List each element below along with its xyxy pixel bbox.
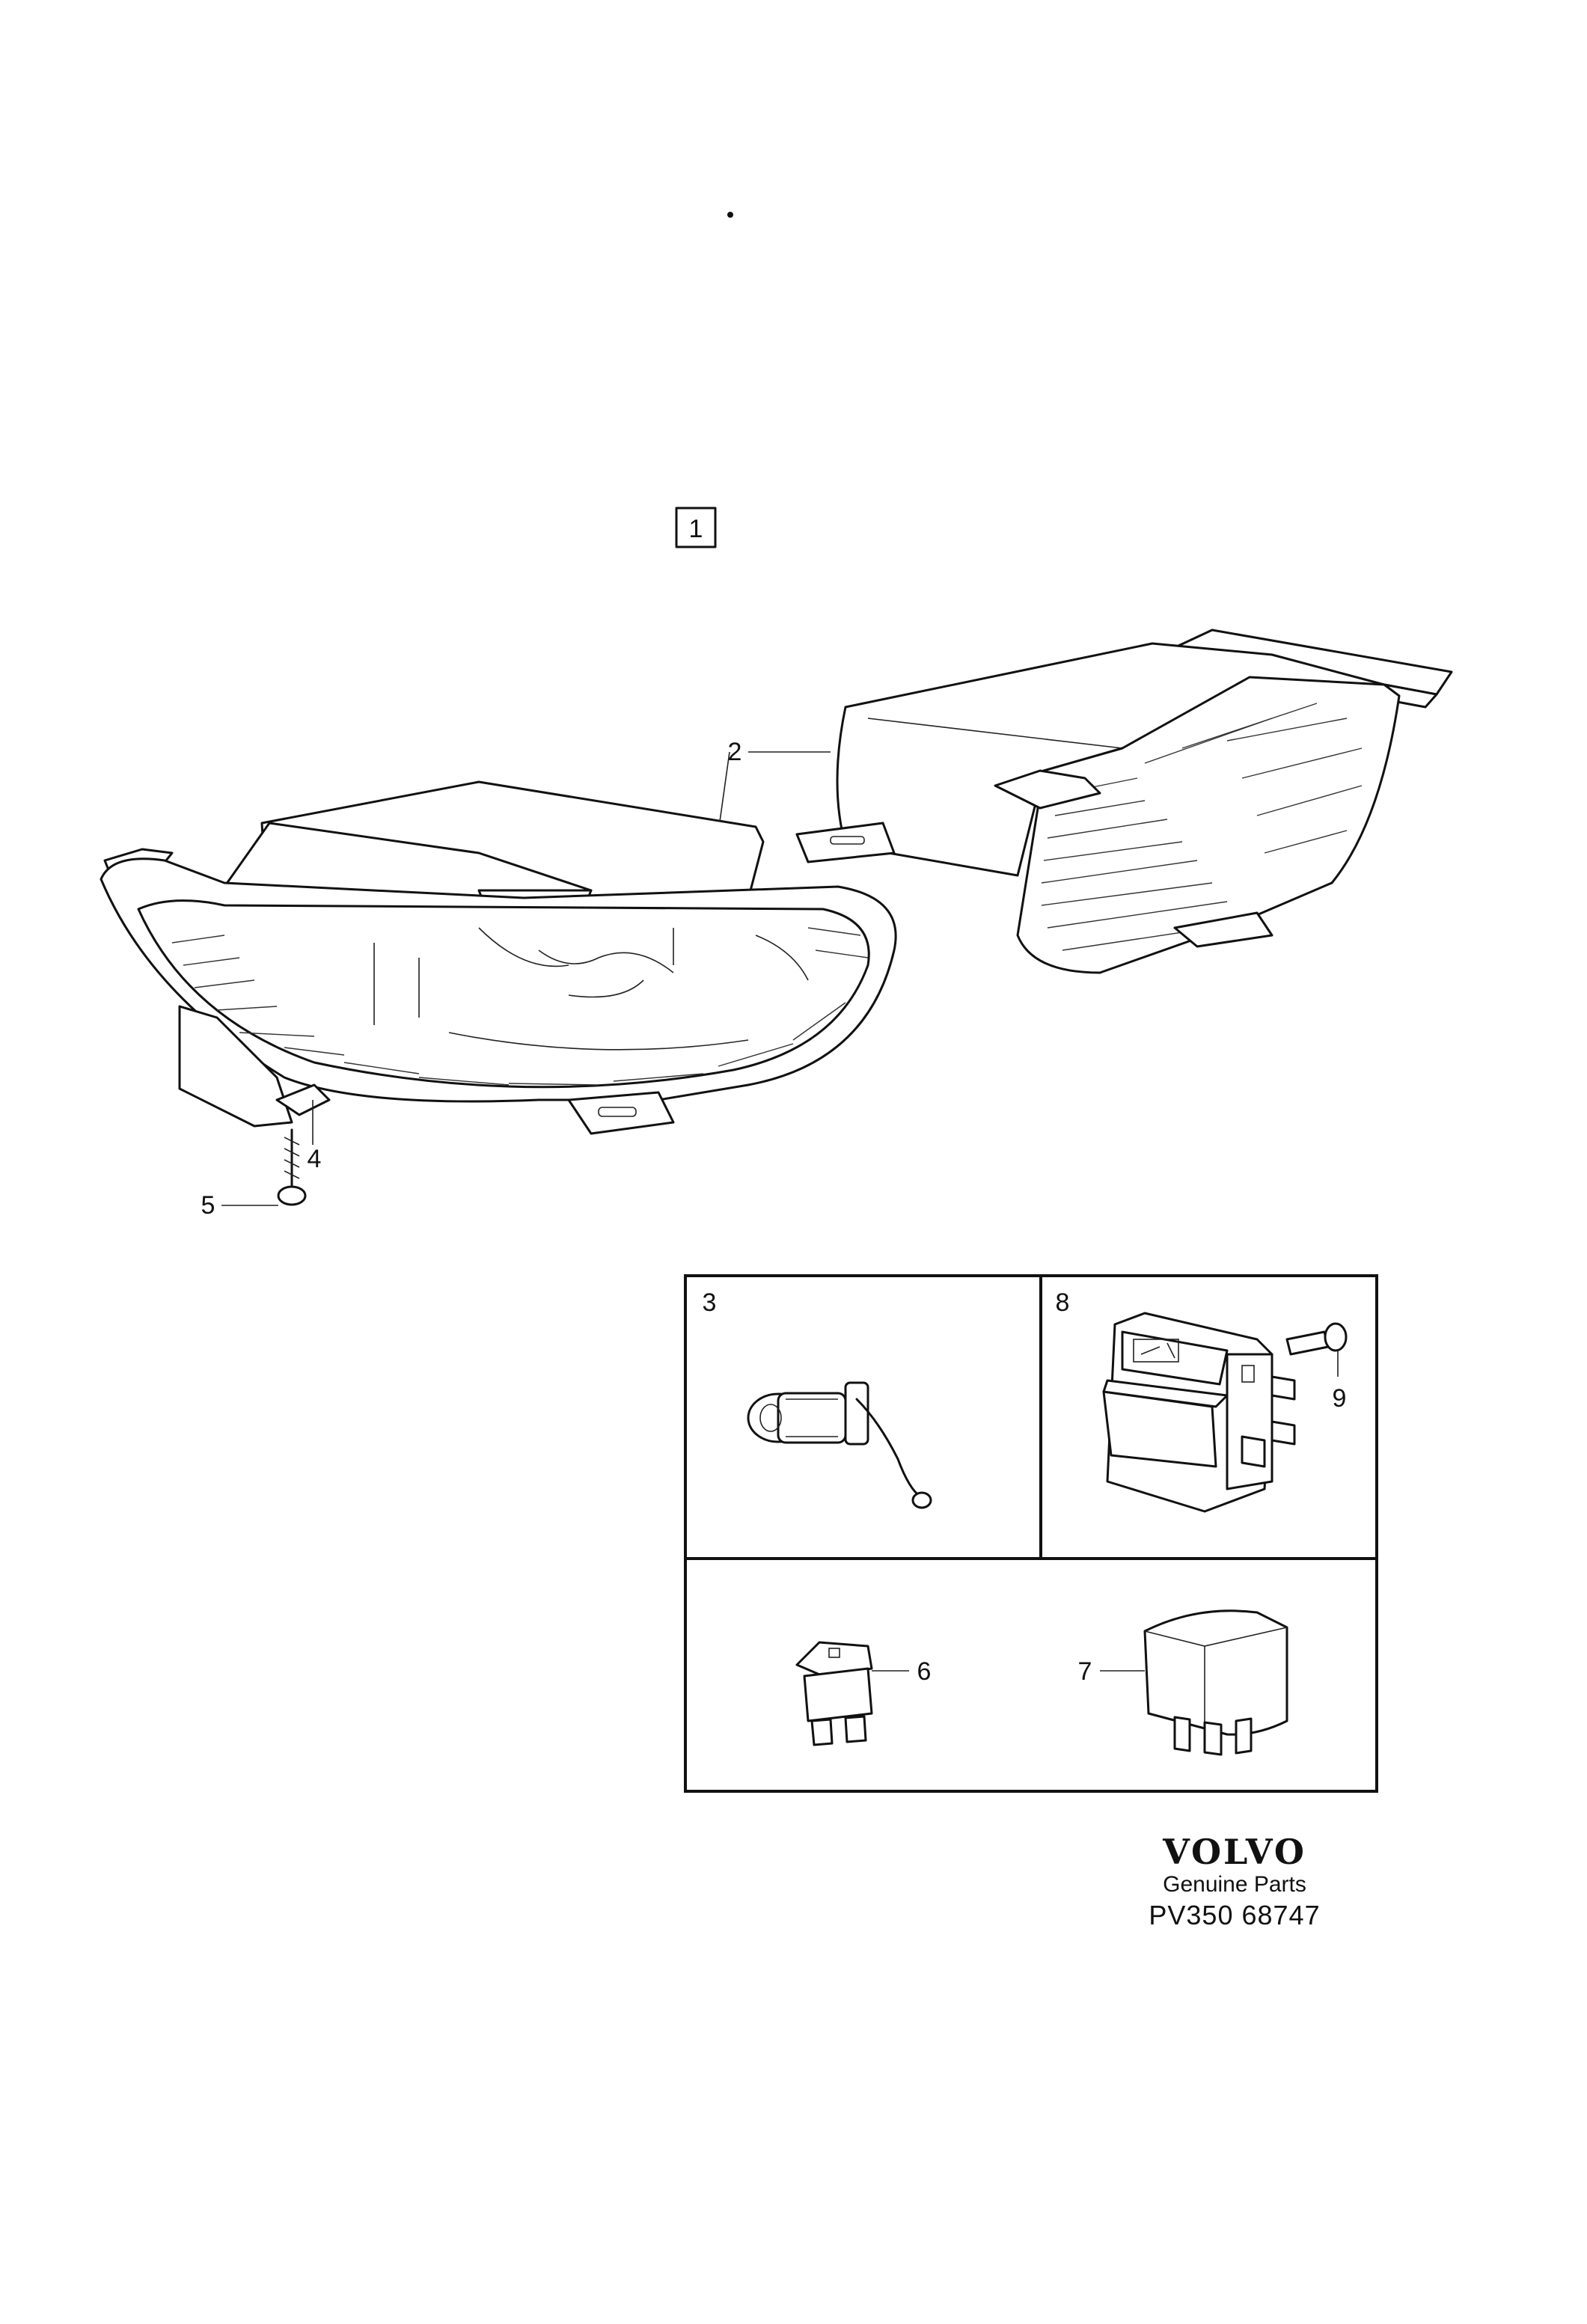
left-lens-details [373,927,809,1051]
relay-part-7: 7 [1078,1609,1288,1756]
stray-dot [727,212,733,218]
inset-panel [684,1274,1378,1793]
brand-subtitle: Genuine Parts [1163,1872,1306,1897]
callout-6: 6 [917,1657,932,1686]
callout-9: 9 [1333,1384,1347,1413]
fog-lamp-left [100,780,897,1135]
callout-2: 2 [728,738,742,766]
bulb-part-3: 3 [703,1288,932,1509]
callout-4: 4 [308,1145,322,1173]
volvo-logo: VOLVO [1163,1832,1306,1872]
fog-lamp-right [795,629,1453,974]
switch-part-8: 8 9 [1056,1288,1348,1513]
left-lens-hatching [171,927,869,1086]
callout-3: 3 [703,1288,717,1317]
drawing-code: PV350 68747 [1149,1900,1321,1930]
callout-1: 1 [689,515,703,543]
callout-1-box: 1 [675,507,717,548]
callout-5: 5 [201,1191,215,1220]
callout-7: 7 [1078,1657,1092,1686]
main-callouts: 2 4 5 [201,738,831,1220]
brand-block: VOLVO Genuine Parts PV350 68747 [1107,1833,1362,1932]
callout-8: 8 [1056,1288,1070,1317]
screw-part-5 [277,1128,307,1206]
fuse-part-6: 6 [795,1641,932,1746]
